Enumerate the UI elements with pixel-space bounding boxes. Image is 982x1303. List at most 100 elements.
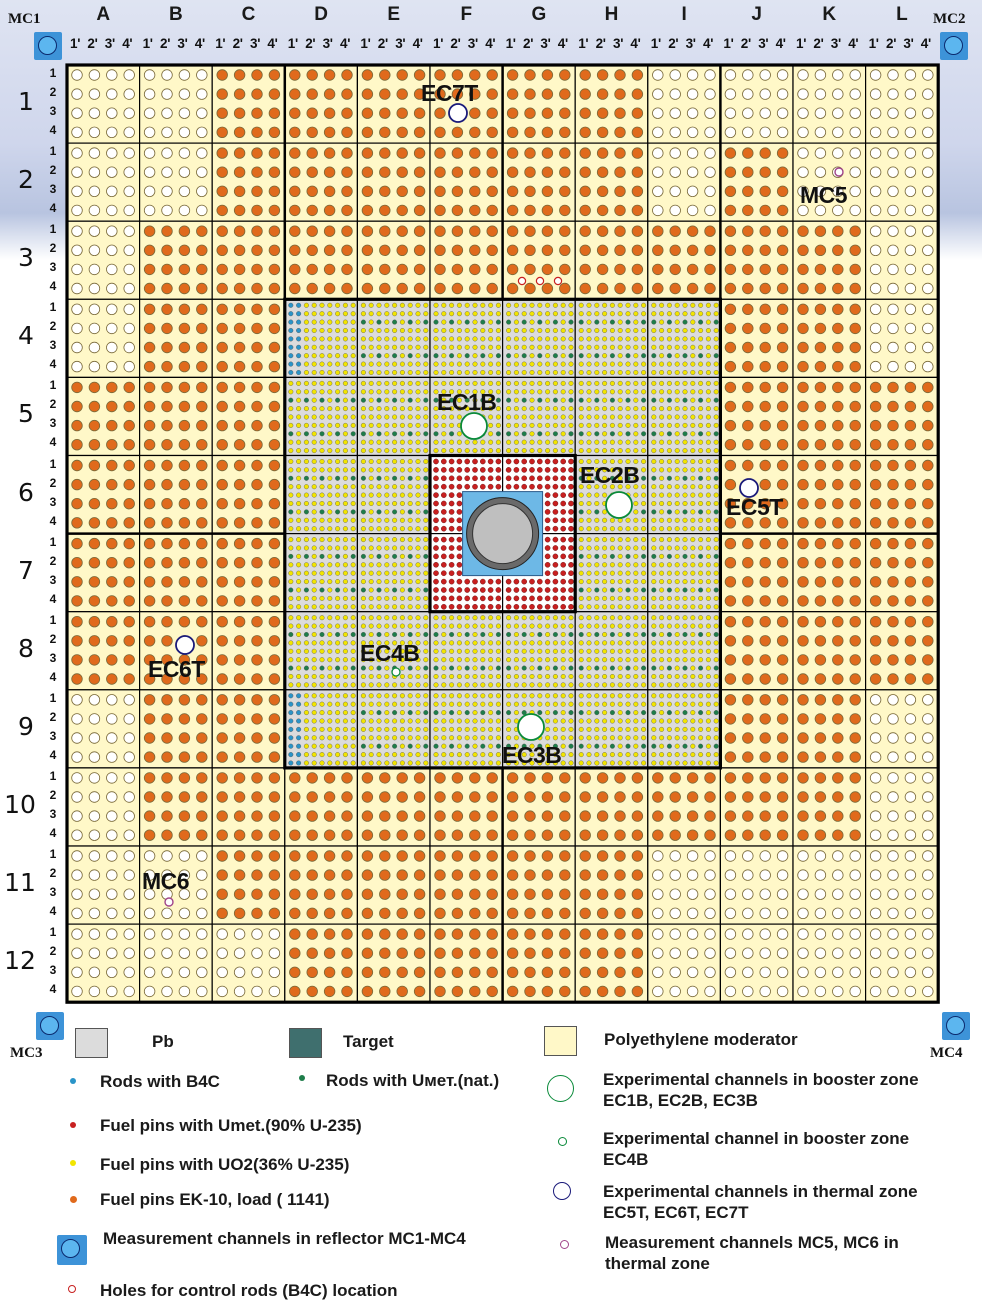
booster-rod [506,328,512,334]
booster-rod [303,302,309,308]
booster-rod [578,752,584,758]
booster-rod [335,665,341,671]
fuel-pin [832,928,844,940]
fuel-pin [869,478,882,491]
booster-rod [311,682,317,688]
booster-rod [586,570,592,576]
fuel-pin [704,244,716,257]
booster-rod [441,439,447,445]
booster-rod [350,743,356,749]
booster-rod [488,726,494,732]
umet-pin [464,483,471,490]
booster-rod [303,760,309,766]
booster-rod [506,319,512,325]
fuel-pin [251,713,263,725]
booster-rod [342,353,348,359]
fuel-pin [379,282,391,295]
booster-rod [335,623,341,629]
fuel-pin [469,69,481,81]
booster-rod [578,319,584,325]
fuel-pin [541,850,554,862]
fuel-pin [143,517,156,529]
fuel-pin [341,810,353,822]
booster-rod [578,710,584,716]
fuel-pin [742,341,754,354]
fuel-pin [579,829,591,841]
fuel-pin [123,400,135,413]
fuel-pin [776,595,789,607]
booster-rod [705,735,711,741]
booster-rod [521,370,527,376]
booster-rod [568,439,574,445]
booster-rod [342,632,348,638]
umet-pin [495,587,502,593]
booster-rod [368,735,374,741]
fuel-pin [904,947,917,959]
booster-rod [449,414,455,420]
booster-rod [641,718,647,724]
fuel-pin [434,869,446,881]
booster-rod [288,604,294,610]
booster-rod [488,752,494,758]
umet-pin [495,483,502,490]
fuel-pin [506,985,519,998]
booster-rod [513,448,519,454]
fuel-pin [596,244,609,257]
booster-rod [625,710,631,716]
booster-rod [602,648,608,654]
booster-rod [360,467,366,473]
booster-rod [586,370,592,376]
booster-rod [423,467,429,473]
booster-rod [376,579,382,585]
fuel-pin [797,244,809,257]
umet-pin [472,458,478,465]
booster-rod [296,361,302,367]
booster-rod [641,595,647,601]
booster-rod [342,422,348,428]
booster-rod [441,710,447,716]
booster-rod [384,570,390,576]
booster-rod [698,311,704,317]
umet-pin [552,492,559,498]
fuel-pin [143,928,156,940]
booster-rod [666,319,672,325]
booster-rod [368,537,374,543]
fuel-pin [869,381,882,394]
booster-rod [303,632,309,638]
umet-pin [464,578,471,585]
booster-rod [472,693,478,699]
booster-rod [407,448,413,454]
fuel-pin [869,341,882,354]
booster-rod [617,336,623,342]
fuel-pin [71,966,83,979]
booster-rod [296,448,302,454]
fuel-pin [814,829,827,841]
fuel-pin [196,126,208,139]
umet-pin [537,475,543,482]
booster-rod [690,492,696,498]
fuel-pin [268,966,281,979]
fuel-pin [596,985,609,998]
booster-rod [698,484,704,490]
fuel-pin [797,616,809,628]
fuel-pin [652,185,664,198]
booster-rod [303,595,309,601]
mc2-label: MC2 [933,11,966,27]
booster-rod [407,439,413,445]
booster-rod [682,389,688,395]
umet-pin [568,570,574,577]
booster-rod [368,674,374,680]
booster-rod [376,509,382,515]
fuel-pin [887,713,899,725]
sub-column-label: 4' [412,36,423,51]
fuel-pin [379,88,391,100]
fuel-pin [742,69,754,81]
fuel-pin [178,928,191,940]
fuel-pin [251,126,263,139]
fuel-pin [106,947,118,959]
booster-rod [506,665,512,671]
fuel-pin [178,282,191,295]
mc1-label: MC1 [8,11,41,27]
booster-rod [288,674,294,680]
fuel-pin [486,244,498,257]
